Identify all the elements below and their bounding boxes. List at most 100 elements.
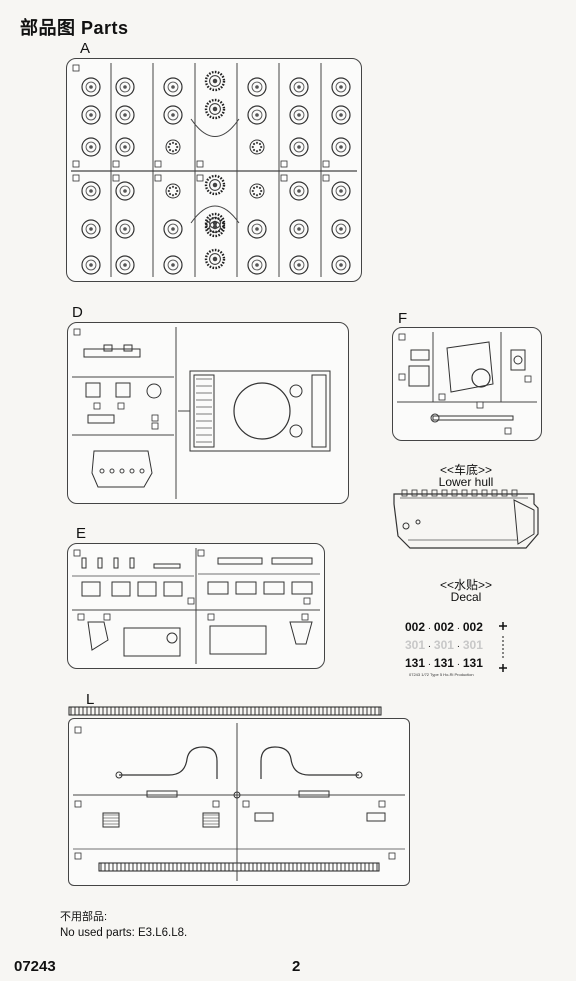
idler-hole bbox=[168, 192, 172, 196]
wheel-hub-ring bbox=[85, 141, 97, 153]
sprue-e-letter: E bbox=[76, 525, 87, 542]
sprue-f-part-turret-side bbox=[446, 341, 494, 393]
part-number-box bbox=[72, 160, 80, 168]
idler-hole bbox=[167, 189, 170, 193]
sprue-d-drawing bbox=[72, 327, 331, 499]
sprocket-hub bbox=[212, 78, 218, 84]
sprocket-inner-ring bbox=[209, 253, 221, 265]
wheel-hub-ring bbox=[85, 223, 97, 235]
road-wheel-part bbox=[331, 181, 351, 201]
sprue-d-bolt bbox=[119, 468, 125, 474]
sprue-e-part-fender bbox=[271, 557, 313, 565]
sprue-d-part-rear-plate bbox=[91, 450, 153, 488]
road-wheel-part bbox=[331, 137, 351, 157]
part-number-box bbox=[476, 401, 484, 409]
lower-hull-label-cn: <<车底>> bbox=[439, 463, 493, 477]
wheel-hub-center bbox=[297, 189, 301, 193]
unused-parts-label-en: No used parts: E3.L6.L8. bbox=[60, 927, 188, 939]
road-wheel-part bbox=[331, 105, 351, 125]
turret-ring-opening bbox=[233, 382, 291, 440]
sprue-e-part-box bbox=[235, 581, 257, 595]
wheel-hub-ring bbox=[167, 109, 179, 121]
wheel-hub-ring bbox=[335, 109, 347, 121]
sprue-e-part-box bbox=[291, 581, 313, 595]
sprue-d-bolt bbox=[129, 468, 135, 474]
sprue-f-part-periscope bbox=[510, 349, 526, 371]
part-number-box bbox=[280, 174, 288, 182]
part-number-box bbox=[378, 800, 386, 808]
part-number-box bbox=[504, 427, 512, 435]
sprue-d-letter: D bbox=[72, 304, 83, 321]
idler-hole bbox=[171, 141, 175, 144]
wheel-hub-center bbox=[123, 263, 127, 267]
sprue-l-frame bbox=[68, 706, 410, 886]
sprue-d-part-small bbox=[103, 344, 113, 352]
wheel-hub-ring bbox=[119, 141, 131, 153]
part-number-box bbox=[280, 160, 288, 168]
sprue-d-bolt bbox=[139, 468, 145, 474]
idler-hole bbox=[258, 186, 262, 190]
sprue-e-part-plate bbox=[123, 627, 181, 657]
sprue-l-part-block bbox=[366, 812, 386, 822]
sprocket-hub bbox=[212, 256, 218, 262]
cable-eye bbox=[355, 771, 363, 779]
wheel-hub-ring bbox=[85, 109, 97, 121]
wheel-hub-ring bbox=[119, 81, 131, 93]
road-wheel-part bbox=[81, 77, 101, 97]
part-number-box bbox=[301, 613, 309, 621]
idler-hole bbox=[171, 150, 175, 153]
idler-hole bbox=[174, 148, 178, 152]
hull-track-guide bbox=[401, 489, 408, 497]
sprue-e-part-box bbox=[207, 581, 229, 595]
part-number-box bbox=[303, 597, 311, 605]
decal-number: 131 bbox=[433, 656, 454, 670]
road-wheel-part bbox=[247, 105, 267, 125]
idler-hole bbox=[168, 142, 172, 146]
lower-hull-drawing bbox=[393, 489, 539, 549]
road-wheel-part bbox=[115, 181, 135, 201]
wheel-hub-ring bbox=[335, 185, 347, 197]
sprue-f-part-muzzle bbox=[430, 413, 440, 423]
sprue-d-part-bracket bbox=[85, 382, 101, 398]
wheel-hub-center bbox=[297, 227, 301, 231]
sprue-a-cross-runner bbox=[190, 118, 240, 224]
part-number-box bbox=[322, 160, 330, 168]
part-number-box bbox=[154, 174, 162, 182]
road-wheel-part bbox=[81, 219, 101, 239]
idler-hole bbox=[255, 150, 259, 153]
part-number-box bbox=[322, 174, 330, 182]
wheel-hub-ring bbox=[293, 141, 305, 153]
idler-hole bbox=[167, 145, 170, 149]
sprue-f-part-small bbox=[410, 349, 430, 361]
hull-track-guide bbox=[431, 489, 438, 497]
idler-hole bbox=[171, 185, 175, 188]
sprue-l-drawing bbox=[68, 706, 405, 881]
sprue-d-bolt bbox=[99, 468, 105, 474]
sprocket-hub bbox=[212, 224, 218, 230]
sprue-d-part-bracket bbox=[115, 382, 131, 398]
wheel-hub-ring bbox=[167, 223, 179, 235]
wheel-hub-center bbox=[89, 189, 93, 193]
sprue-e-part-bracket bbox=[87, 621, 109, 651]
part-number-box bbox=[151, 414, 159, 422]
idler-hole bbox=[260, 145, 263, 149]
sprue-e-part-pin bbox=[129, 557, 135, 569]
idler-hole bbox=[176, 189, 179, 193]
decal-number: 131 bbox=[405, 656, 426, 670]
sprue-f-part-barrel bbox=[432, 415, 514, 421]
drive-sprocket-part bbox=[204, 98, 226, 120]
wheel-hub-ring bbox=[119, 185, 131, 197]
sprocket-inner-ring bbox=[209, 75, 221, 87]
wheel-hub-center bbox=[89, 85, 93, 89]
road-wheel-part bbox=[247, 77, 267, 97]
sprue-e-part-box bbox=[137, 581, 157, 597]
idler-hole bbox=[252, 192, 256, 196]
wheel-hub-center bbox=[255, 113, 259, 117]
decal-label-en: Decal bbox=[450, 590, 482, 604]
road-wheel-part bbox=[163, 219, 183, 239]
track-tow-cable-right bbox=[260, 746, 359, 779]
road-wheel-part bbox=[163, 77, 183, 97]
idler-hole bbox=[260, 189, 263, 193]
wheel-hub-center bbox=[339, 113, 343, 117]
hull-track-guide bbox=[501, 489, 508, 497]
